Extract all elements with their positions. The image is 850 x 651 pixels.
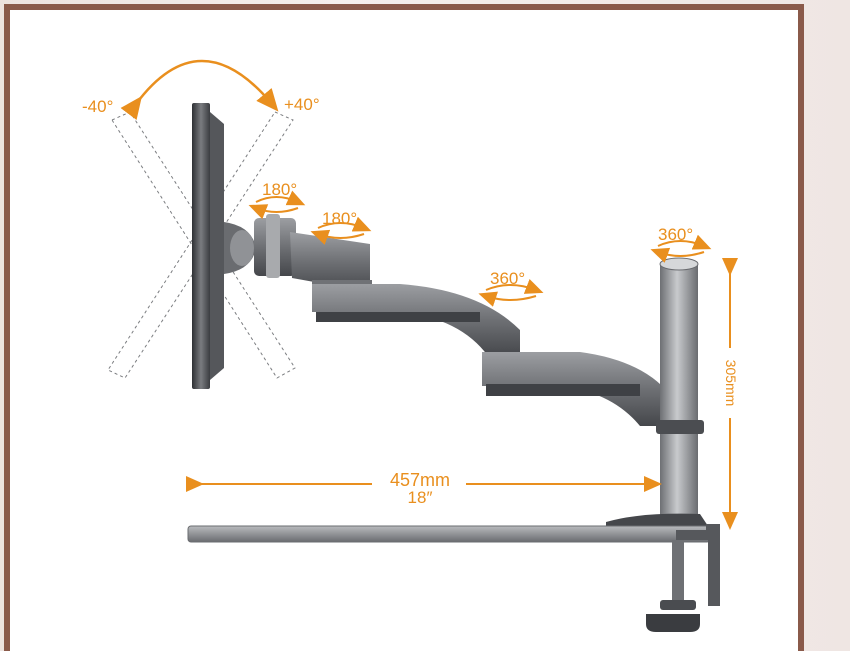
elbow-rotation-label: 360° [490,269,525,288]
rotation-arrow-head [248,190,306,220]
lower-arm-segment [482,352,668,426]
rotation-arrow-arm-joint [310,216,372,245]
tilt-left-label: -40° [82,97,113,116]
pole-rotation-label: 360° [658,225,693,244]
tilt-arc-arrow [120,59,279,120]
desk-surface [187,513,711,543]
desk-clamp [646,524,720,632]
support-pole [656,257,704,526]
rotation-arrow-pole [650,234,712,263]
head-rotation-label: 180° [262,180,297,199]
reach-mm-label: 457mm [390,470,450,490]
tilt-head-mount [224,214,296,278]
monitor-screen [192,103,224,389]
reach-inch-label: 18″ [408,488,433,507]
upper-arm-segment [312,284,520,356]
rotation-arrow-elbow [478,278,544,307]
arm-joint-rotation-label: 180° [322,209,357,228]
height-mm-label: 305mm [723,360,739,407]
tilt-right-label: +40° [284,95,320,114]
